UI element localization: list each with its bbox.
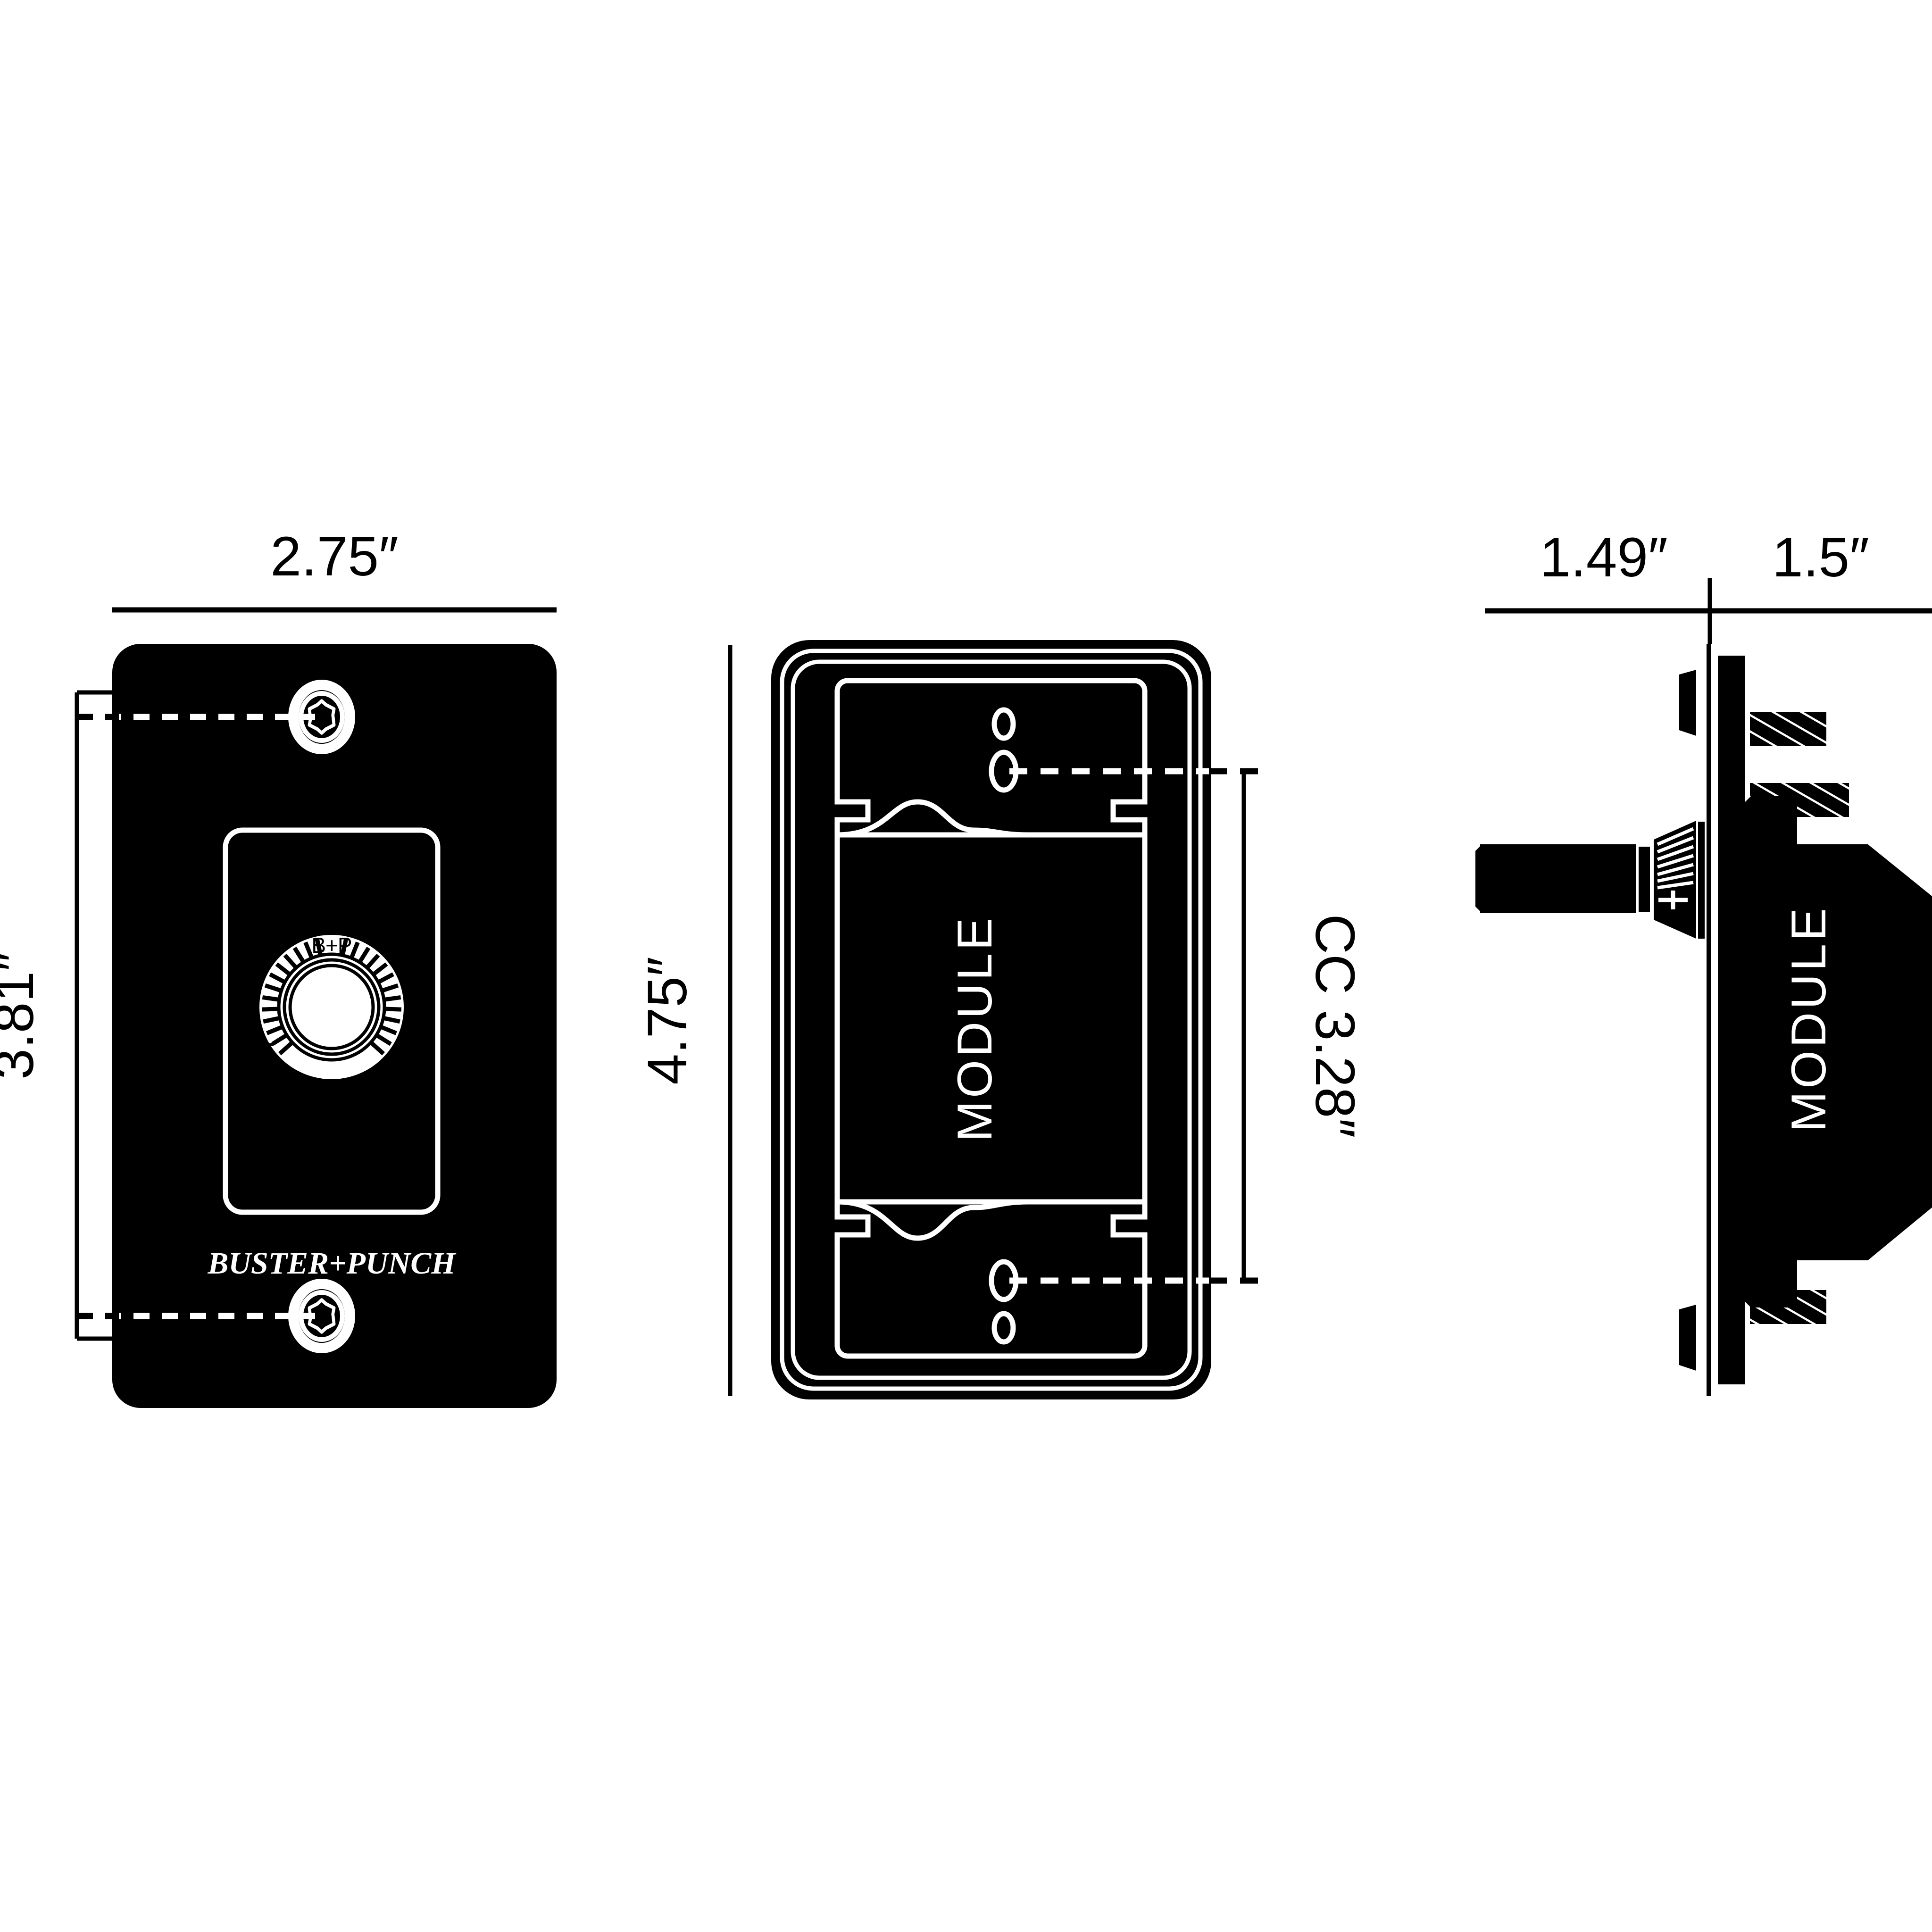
side-view: 1.49″ 1.5″ MODULE <box>1475 526 1932 1396</box>
screw-inner-ring-top <box>299 691 345 743</box>
knob-ring-outer <box>277 952 386 1062</box>
knob-cap <box>292 968 371 1046</box>
knob-minus-label: − <box>253 1023 275 1065</box>
dimension-label-height-front: 3.81″ <box>0 951 45 1079</box>
side-faceplate-edge <box>1707 644 1711 1396</box>
mount-hole-top-small <box>991 707 1016 741</box>
side-module-label: MODULE <box>1782 906 1836 1133</box>
side-faceplate-body <box>1718 656 1745 1384</box>
back-strap-bottom <box>834 1199 1148 1359</box>
torx-screw-top <box>288 680 355 754</box>
side-module-body <box>1745 796 1932 1307</box>
screw-outer-ring-bottom <box>288 1279 355 1353</box>
knob-ring-mid <box>283 958 381 1056</box>
knob-plus-label: + <box>389 1032 411 1073</box>
screw-inner-ring-bottom <box>299 1290 345 1342</box>
mount-hole-bottom-small <box>991 1311 1016 1345</box>
dimension-label-cc-back: CC 3.28″ <box>1304 914 1366 1138</box>
dimension-label-width-front: 2.75″ <box>270 525 398 588</box>
dimension-height-front: 3.81″ <box>0 690 118 1341</box>
screw-outer-ring-top <box>288 680 355 754</box>
dimension-height-back: 4.75″ <box>636 645 733 1396</box>
side-knob-knurl-ticks <box>1657 827 1694 890</box>
dimension-label-depth-back: 1.5″ <box>1772 526 1869 589</box>
dimension-width-front: 2.75″ <box>112 525 557 613</box>
knob-tick-marks <box>261 938 402 1056</box>
back-plate-outline-2 <box>791 659 1192 1380</box>
back-view: 4.75″ MODULE CC 3.28″ <box>636 640 1366 1399</box>
knob-ring-inner <box>288 964 375 1050</box>
front-view: 2.75″ 3.81″ <box>0 525 557 1408</box>
side-knob-shaft <box>1480 844 1636 913</box>
dimension-label-depth-front: 1.49″ <box>1540 526 1667 589</box>
side-knob-bezel-ring <box>1698 822 1705 939</box>
dimension-label-height-back: 4.75″ <box>636 957 699 1084</box>
side-knob-plus-icon <box>1658 891 1688 909</box>
dimension-depth-side: 1.49″ 1.5″ <box>1485 526 1932 644</box>
side-clip-top <box>1679 670 1696 736</box>
side-knob-collar <box>1639 847 1650 912</box>
brand-logo-text: BUSTER+PUNCH <box>207 1246 457 1281</box>
torx-screw-bottom <box>288 1279 355 1353</box>
side-mount-slot-1 <box>1750 712 1826 746</box>
side-knob-cap-end <box>1475 846 1480 911</box>
back-module-label: MODULE <box>948 915 1002 1142</box>
dimension-cc-back: CC 3.28″ <box>1241 771 1366 1281</box>
side-clip-bottom <box>1679 1305 1696 1371</box>
front-bezel-window <box>223 827 441 1215</box>
rotary-knob[interactable]: − + B+P <box>253 933 411 1079</box>
